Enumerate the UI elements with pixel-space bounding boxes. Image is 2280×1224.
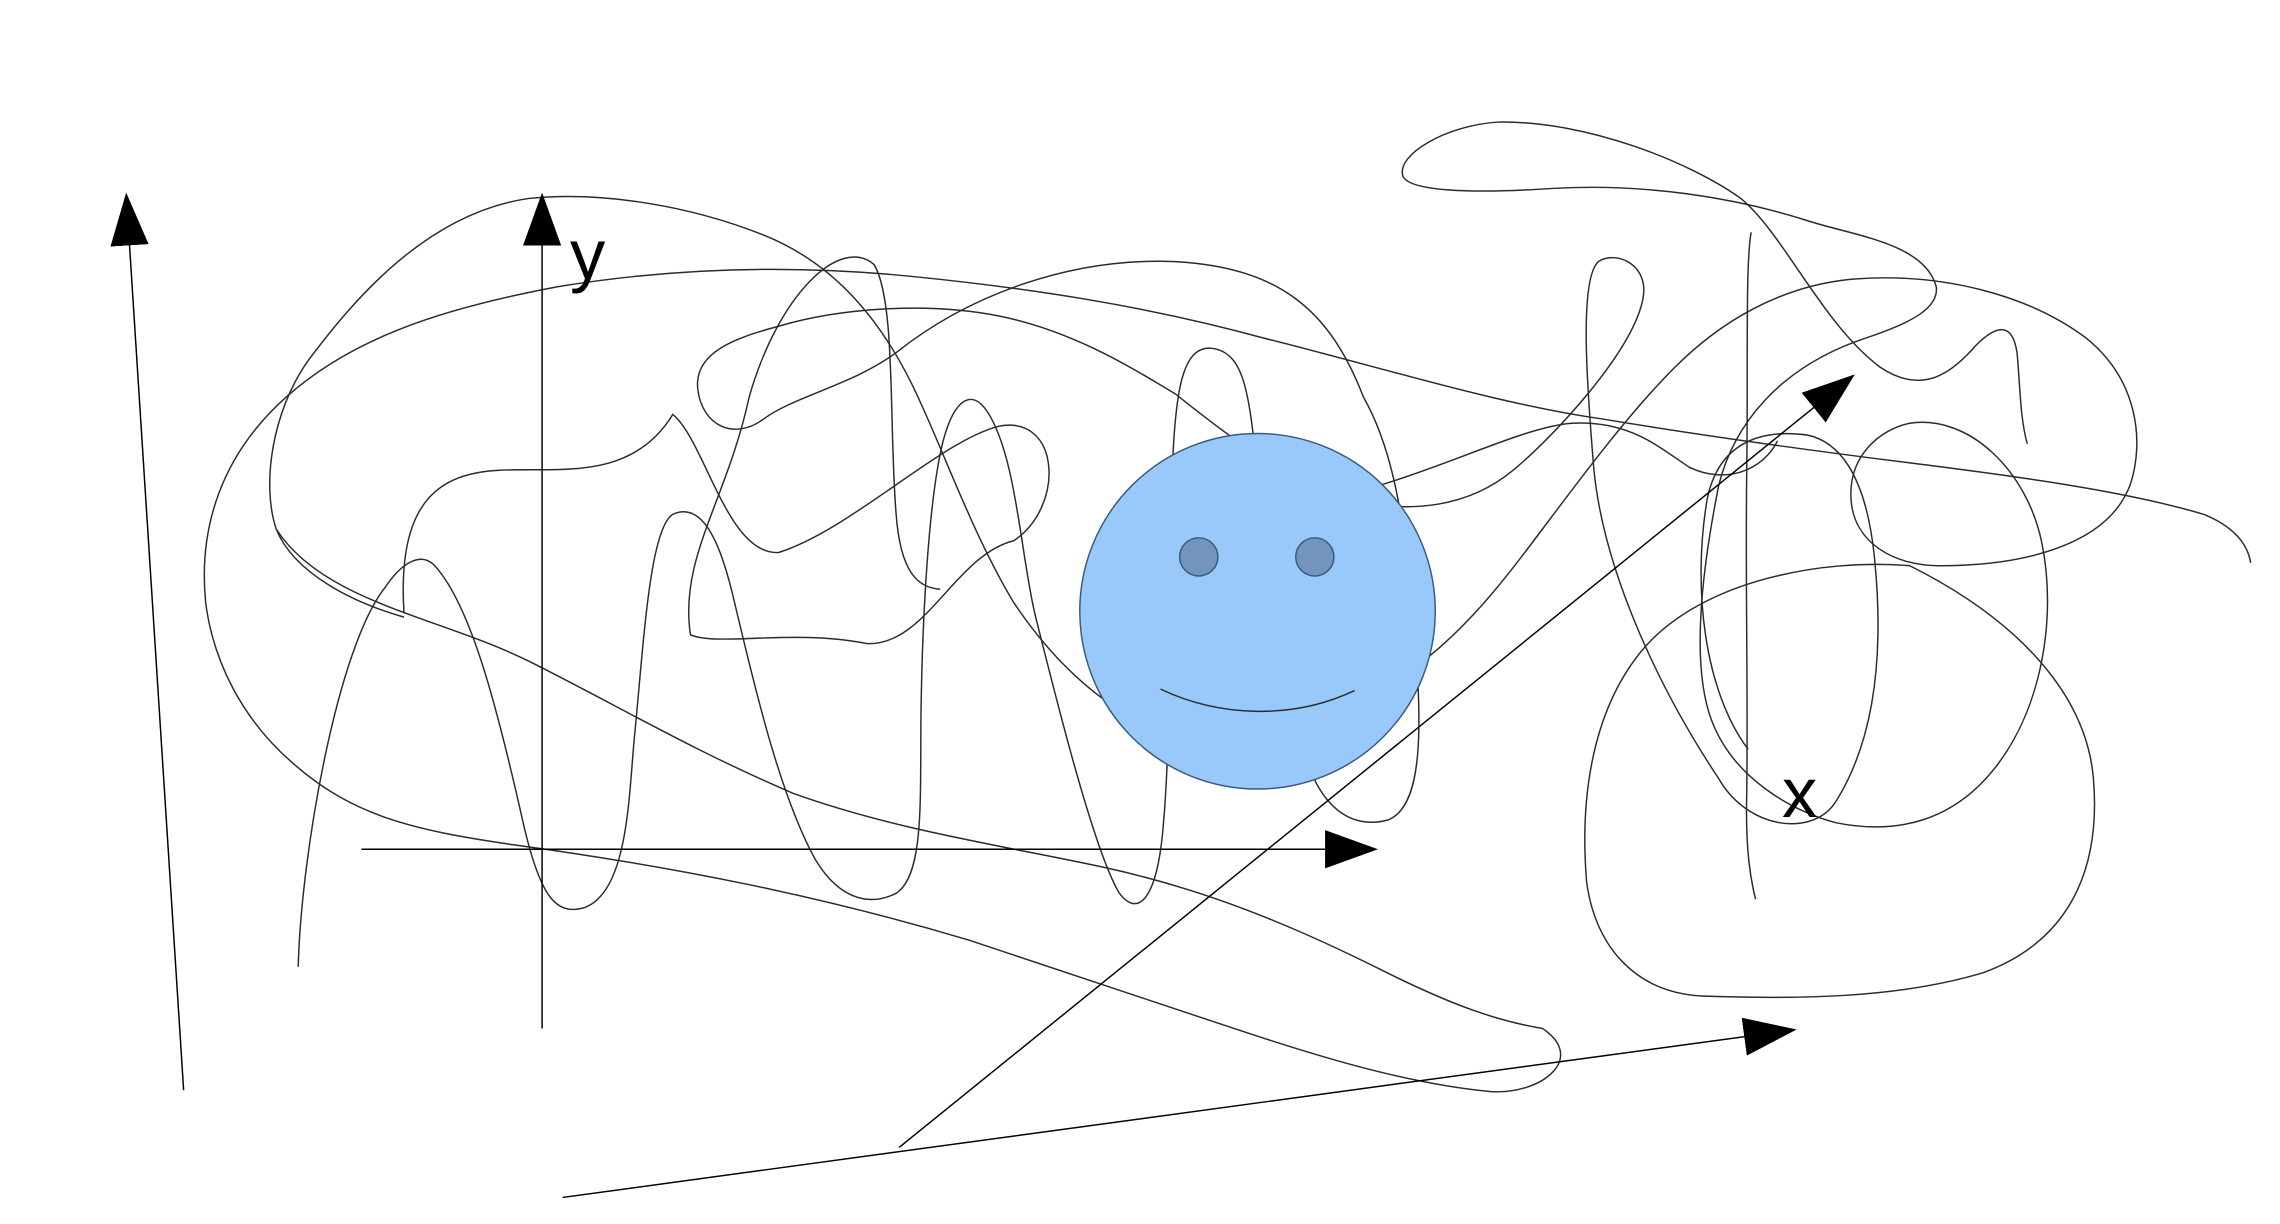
smiley-left-eye [1178, 537, 1219, 577]
scribble-top-sweep [402, 256, 1050, 645]
left-vertical-arrow [110, 192, 185, 1091]
scribble-right-bottom-loop [1584, 563, 2096, 999]
smiley-face [1079, 432, 1437, 790]
scribbles [203, 121, 2252, 1093]
bottom-arrow [562, 1017, 1797, 1199]
smiley-mouth [1160, 688, 1355, 713]
scribble-bottom-loop [1380, 422, 1779, 486]
scribble-top-right-loop [1401, 121, 2029, 444]
y-axis-label: y [570, 215, 606, 294]
scribble-vertical-wiggle [1745, 232, 1757, 900]
smiley-face-head [1079, 432, 1437, 790]
x-axis-label: x [1782, 753, 1817, 832]
scribble-left-loop [203, 268, 2252, 1093]
arrows [110, 192, 1855, 1199]
scribble-bottom-wave [275, 528, 1543, 1030]
scribble-top-left-loop [269, 195, 2138, 828]
diagonal-arrow [898, 374, 1855, 1149]
smiley-right-eye [1294, 537, 1335, 577]
scribble-outer-loop [297, 260, 1420, 967]
